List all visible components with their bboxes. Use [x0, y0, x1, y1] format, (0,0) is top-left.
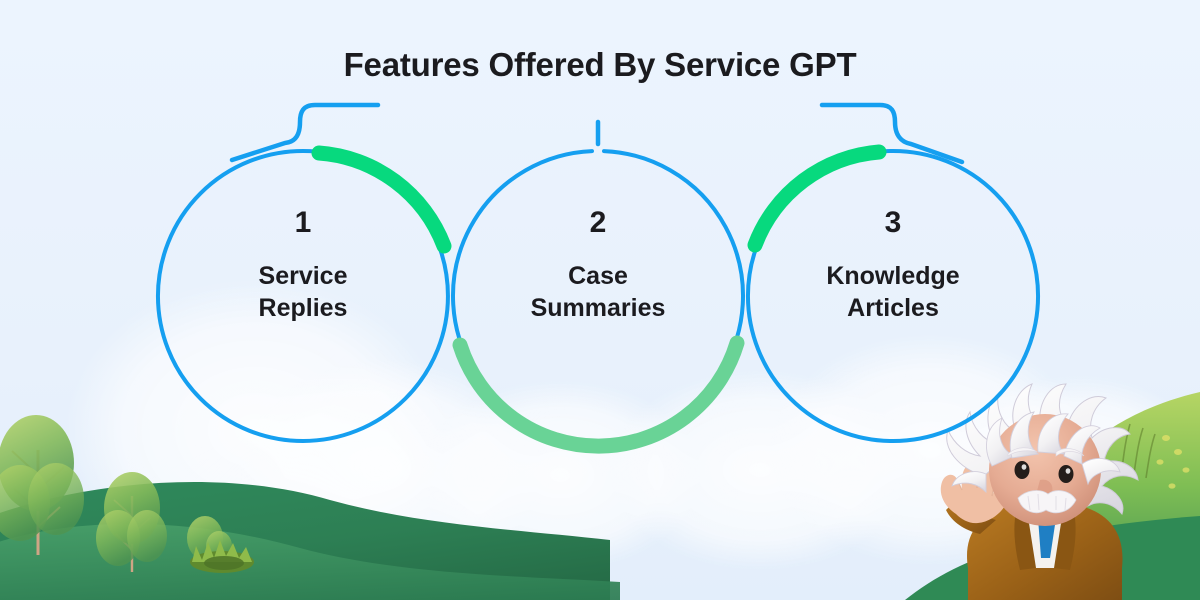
- connector-bracket-left: [229, 102, 381, 163]
- circle-2-accent-arc: [452, 335, 745, 454]
- feature-1-label: Service Replies: [258, 262, 348, 322]
- feature-1[interactable]: 1 Service Replies: [173, 208, 433, 324]
- landscape-left: [0, 415, 620, 600]
- feature-3-label: Knowledge Articles: [826, 262, 960, 322]
- bush-left: [190, 540, 254, 573]
- einstein-moustache: [1017, 490, 1077, 514]
- feature-2[interactable]: 2 Case Summaries: [468, 208, 728, 324]
- feature-2-label: Case Summaries: [530, 262, 666, 322]
- circle-1-accent-arc: [311, 145, 452, 254]
- feature-3-number: 3: [884, 206, 902, 239]
- einstein-hair-front: [951, 411, 1121, 494]
- feature-1-number: 1: [294, 206, 312, 239]
- einstein-eyebrows: [1007, 447, 1085, 457]
- einstein-mascot-icon: [940, 383, 1139, 600]
- circle-3-accent-arc: [747, 144, 887, 253]
- page-title: Features Offered By Service GPT: [343, 46, 857, 83]
- tree-group-left: [0, 415, 232, 572]
- feature-3[interactable]: 3 Knowledge Articles: [763, 208, 1023, 324]
- feature-2-number: 2: [589, 206, 607, 239]
- connector-bracket-right: [819, 102, 965, 165]
